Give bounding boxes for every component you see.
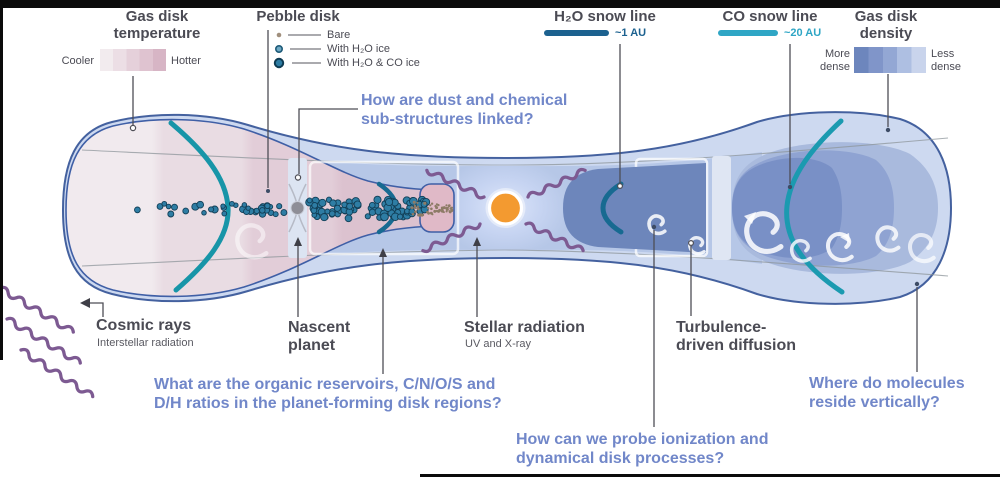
- planet-icon: [290, 201, 305, 215]
- inner-dense-disk-right: [563, 163, 706, 253]
- co-snow-line-curve-left: [168, 120, 231, 293]
- leader-endpoint-dots: [129, 124, 920, 287]
- h2o-ice-pebble-icon: [274, 44, 283, 53]
- gas-temperature-legend-title: Gas disk temperature: [113, 8, 201, 42]
- co-snow-line-title: CO snow line: [722, 8, 818, 25]
- gas-density-legend-title: Gas disk density: [854, 8, 918, 42]
- cosmic-rays-label: Cosmic rays: [96, 317, 192, 334]
- turbulence-label: Turbulence- driven diffusion: [676, 319, 796, 354]
- pebbles-bare: [410, 200, 454, 217]
- leader-lines: [90, 30, 918, 427]
- radiation-squiggle-icons: [0, 167, 587, 399]
- question-ionization: How can we probe ionization and dynamica…: [516, 431, 769, 467]
- h2o-snow-line-title: H₂O snow line: [554, 8, 656, 25]
- more-dense-label: More dense: [820, 48, 850, 73]
- leader-arrowheads: [80, 237, 481, 308]
- question-organic-reservoirs: What are the organic reservoirs, C/N/O/S…: [154, 376, 502, 412]
- question-dust-chemical: How are dust and chemical sub-structures…: [361, 92, 568, 128]
- bare-pebble-icon: [276, 32, 282, 38]
- pebble-legend-item-h2o-co: With H₂O & CO ice: [327, 57, 420, 69]
- stellar-radiation-label: Stellar radiation: [464, 319, 585, 336]
- h2o-snow-line-distance: ~1 AU: [615, 27, 647, 39]
- hotter-label: Hotter: [171, 55, 201, 67]
- stellar-radiation-sublabel: UV and X-ray: [465, 338, 532, 350]
- co-snow-line-curve-right: [784, 118, 845, 295]
- co-snow-line-distance: ~20 AU: [784, 27, 822, 39]
- question-molecules-vertical: Where do molecules reside vertically?: [809, 375, 965, 411]
- less-dense-label: Less dense: [931, 48, 961, 73]
- star-icon: [487, 190, 524, 226]
- pebbles-icy: [134, 195, 431, 223]
- h2o-snow-line-curve-right: [600, 181, 624, 235]
- pebble-legend-item-h2o: With H₂O ice: [327, 43, 390, 55]
- density-gradient-bar: [854, 47, 926, 73]
- turbulence-swirl-icons: [235, 211, 936, 264]
- cosmic-rays-sublabel: Interstellar radiation: [97, 337, 194, 349]
- pebble-legend-bullets: [273, 32, 321, 69]
- temperature-gradient-bar: [100, 49, 166, 71]
- cooler-label: Cooler: [61, 55, 94, 67]
- h2o-co-ice-pebble-icon: [273, 57, 285, 69]
- turbulence-gap-band: [712, 156, 731, 260]
- pebble-disk-legend-title: Pebble disk: [256, 8, 340, 25]
- nascent-planet-label: Nascent planet: [288, 319, 351, 354]
- pebble-legend-item-bare: Bare: [327, 29, 351, 41]
